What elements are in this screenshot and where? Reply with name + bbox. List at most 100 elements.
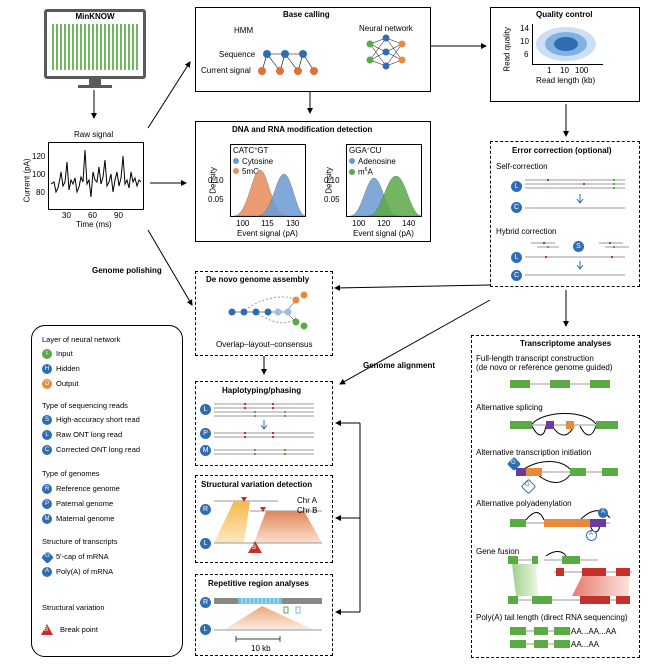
gene-fusion-label: Gene fusion [476,547,520,556]
legend-breakpoint-label: Break point [60,625,98,634]
5mc-label: 5mC [242,167,259,176]
adenosine-dot-icon [349,158,355,164]
qc-density-contours [536,27,596,61]
legend-l-badge: L [42,430,52,440]
legend-r-label: Reference genome [56,484,120,493]
legend-l-badge-text: L [45,432,49,438]
base-calling-title: Base calling [283,10,330,19]
legend-s-label: High-accuracy short read [56,415,140,424]
legend-breakpoint-icon [41,624,53,635]
5mc-dot-icon [233,168,239,174]
rep-l-badge-text: L [203,626,208,633]
m6a-sup: 6 [364,167,368,173]
mod-left-plot [230,144,306,217]
cytosine-dot-icon [233,158,239,164]
legend-m-badge: M [42,514,52,524]
qc-ytick-6: 6 [524,50,529,59]
sv-l-badge: L [200,538,211,549]
legend-output-badge-text: O [44,381,50,387]
m6a-base: m [358,167,365,177]
qc-xtick-100: 100 [575,66,589,75]
sv-breakpoint-icon [248,541,262,553]
haplo-m-badge-text: M [202,447,209,454]
legend-group-nn: Layer of neural network [42,335,121,344]
raw-ytick-80: 80 [36,188,45,197]
polya-tail-seq-2: AA...AA [571,640,600,649]
haplo-p-badge: P [200,428,211,439]
mod-right-legend-1: Adenosine [349,157,396,167]
adenosine-label: Adenosine [358,157,396,166]
de-novo-box [195,271,333,356]
polya-badge-top [598,508,608,518]
legend-s-badge: S [42,415,52,425]
chr-a-label: Chr A [297,496,318,505]
hybrid-l-badge: L [511,252,522,263]
full-length-sublabel: (de novo or reference genome guided) [476,363,613,372]
raw-xtick-60: 60 [88,211,97,220]
self-correction-reads [525,179,625,209]
mod-left-xtick-130: 130 [286,219,300,228]
chr-b-label: Chr B [297,506,318,515]
alt-splicing-label: Alternative splicing [476,403,543,412]
minknow-monitor: MinKNOW [44,9,146,79]
legend-input-badge-text: I [46,351,48,357]
hmm-graph [258,50,318,75]
nn-output-nodes [398,40,406,64]
legend-input-label: Input [56,349,73,358]
legend-s-badge-text: S [44,417,49,423]
base-calling-box [195,7,431,92]
self-c-badge: C [511,202,522,213]
neural-network-label: Neural network [359,24,413,33]
nn-input-nodes [366,40,374,64]
mod-right-motif-post: CU [369,146,382,155]
legend-cap-label: 5′-cap of mRNA [56,552,109,561]
transcriptome-box [471,335,640,658]
legend-panel [31,325,183,657]
legend-cap-badge-text: G [45,553,50,559]
legend-p-label: Paternal genome [56,499,114,508]
haplo-p-badge-text: P [203,430,208,437]
qc-ytick-10: 10 [520,37,529,46]
cap-badge-top-text: G [511,460,516,466]
mod-left-motif: CATC*GT [233,146,269,156]
de-novo-caption: Overlap–layout–consensus [216,340,313,349]
mod-right-motif: GGA*CU [349,146,382,156]
legend-c-badge: C [42,445,52,455]
qc-xtick-10: 10 [560,66,569,75]
legend-input-badge: I [42,349,52,359]
cap-badge-bottom-text: G [525,482,530,488]
cytosine-label: Cytosine [242,157,274,166]
polya-tail-label: Poly(A) tail length (direct RNA sequenci… [476,613,628,622]
legend-c-label: Corrected ONT long read [56,445,141,454]
sequence-label: Sequence [219,50,256,59]
raw-xtick-30: 30 [62,211,71,220]
rep-l-badge: L [200,624,211,635]
polya-tail-seq-1: AA...AA...AA [571,627,617,636]
legend-group-genomes: Type of genomes [42,469,100,478]
self-l-badge-text: L [514,183,519,190]
genome-polishing-label: Genome polishing [92,266,162,275]
legend-polya-badge-text: A [45,568,50,574]
polya-badge-top-text: A [601,509,606,515]
sv-r-badge: R [200,504,211,515]
hybrid-c-badge-text: C [513,272,520,279]
modification-title: DNA and RNA modification detection [232,125,373,134]
hmm-sequence-nodes [263,50,307,58]
legend-group-sv: Structural variation [42,603,105,612]
alt-tss-label: Alternative transcription initiation [476,448,592,457]
self-c-badge-text: C [513,204,520,211]
raw-signal-trace [50,149,142,198]
self-correction-label: Self-correction [496,162,548,171]
mod-left-motif-post: GT [257,146,269,155]
current-signal-label: Current signal [201,66,251,75]
polya-badge-bottom [586,530,597,541]
hmm-label: HMM [234,26,254,35]
haplo-l-badge-text: L [203,406,208,413]
monitor-stand [89,79,101,85]
legend-hidden-label: Hidden [56,364,80,373]
mod-left-motif-mark: * [254,146,258,155]
hybrid-s-badge: S [573,241,584,252]
mod-left-motif-pre: CATC [233,146,255,155]
legend-m-badge-text: M [44,516,50,522]
mod-left-ytick-010: 0.10 [208,176,224,185]
